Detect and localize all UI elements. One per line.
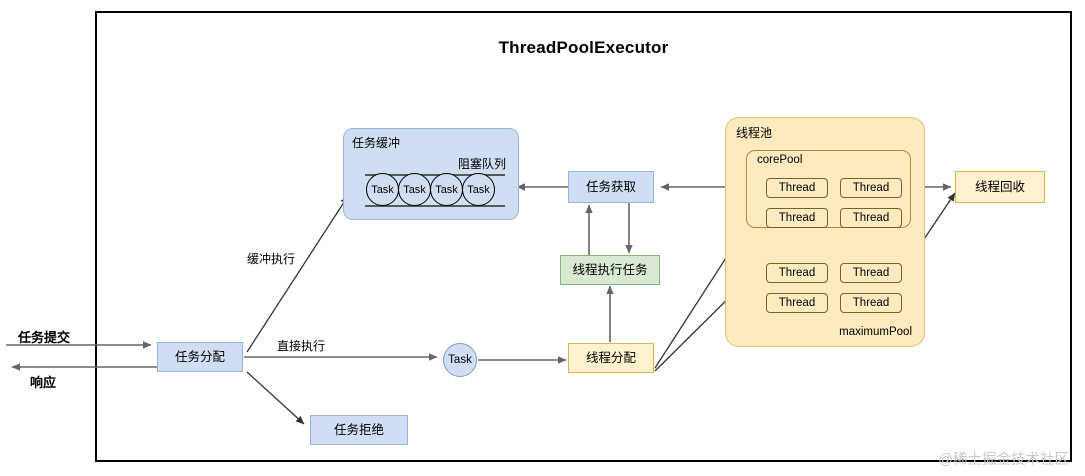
node-task-dispatch[interactable]: 任务分配 xyxy=(157,342,243,372)
core-thread-chip[interactable]: Thread xyxy=(840,178,902,198)
node-thread-recycle[interactable]: 线程回收 xyxy=(955,171,1045,203)
queue-rail-top xyxy=(365,174,505,176)
node-thread-recycle-label: 线程回收 xyxy=(974,179,1025,194)
node-task-fetch[interactable]: 任务获取 xyxy=(568,171,654,203)
node-task-circle-label: Task xyxy=(448,354,472,366)
node-thread-exec-task[interactable]: 线程执行任务 xyxy=(560,255,660,285)
label-task-submit: 任务提交 xyxy=(18,330,71,345)
thread-pool-title: 线程池 xyxy=(736,126,773,140)
node-task-reject[interactable]: 任务拒绝 xyxy=(310,415,408,445)
max-thread-chip[interactable]: Thread xyxy=(766,263,828,283)
queue-task-item[interactable]: Task xyxy=(462,173,495,206)
group-thread-pool: 线程池 corePool Thread Thread Thread Thread… xyxy=(725,117,925,347)
queue-task-list: Task Task Task Task xyxy=(366,173,495,206)
max-thread-chip[interactable]: Thread xyxy=(766,293,828,313)
diagram-outer-frame xyxy=(95,11,1072,462)
node-task-circle[interactable]: Task xyxy=(443,343,477,377)
queue-task-item[interactable]: Task xyxy=(398,173,431,206)
queue-rail-bottom xyxy=(365,205,505,207)
page-title: ThreadPoolExecutor xyxy=(498,38,669,57)
core-thread-chip[interactable]: Thread xyxy=(766,208,828,228)
maximum-pool-label: maximumPool xyxy=(839,326,912,338)
blocking-queue-label: 阻塞队列 xyxy=(457,157,506,171)
label-buffered-exec: 缓冲执行 xyxy=(247,252,296,266)
queue-task-item[interactable]: Task xyxy=(430,173,463,206)
core-pool-label: corePool xyxy=(757,154,803,166)
group-core-pool: corePool xyxy=(746,150,911,228)
max-thread-chip[interactable]: Thread xyxy=(840,263,902,283)
core-thread-chip[interactable]: Thread xyxy=(766,178,828,198)
watermark: @稀土掘金技术社区 xyxy=(938,452,1069,468)
core-thread-chip[interactable]: Thread xyxy=(840,208,902,228)
node-thread-dispatch[interactable]: 线程分配 xyxy=(568,343,654,373)
label-response: 响应 xyxy=(30,375,57,390)
queue-task-item[interactable]: Task xyxy=(366,173,399,206)
node-thread-exec-task-label: 线程执行任务 xyxy=(572,262,648,277)
task-buffer-title: 任务缓冲 xyxy=(352,136,401,150)
node-thread-dispatch-label: 线程分配 xyxy=(585,350,636,365)
node-task-fetch-label: 任务获取 xyxy=(585,179,636,194)
max-thread-chip[interactable]: Thread xyxy=(840,293,902,313)
group-task-buffer: 任务缓冲 阻塞队列 Task Task Task Task xyxy=(343,128,519,220)
node-task-reject-label: 任务拒绝 xyxy=(333,422,384,437)
label-direct-exec: 直接执行 xyxy=(277,339,326,353)
node-task-dispatch-label: 任务分配 xyxy=(174,349,225,364)
